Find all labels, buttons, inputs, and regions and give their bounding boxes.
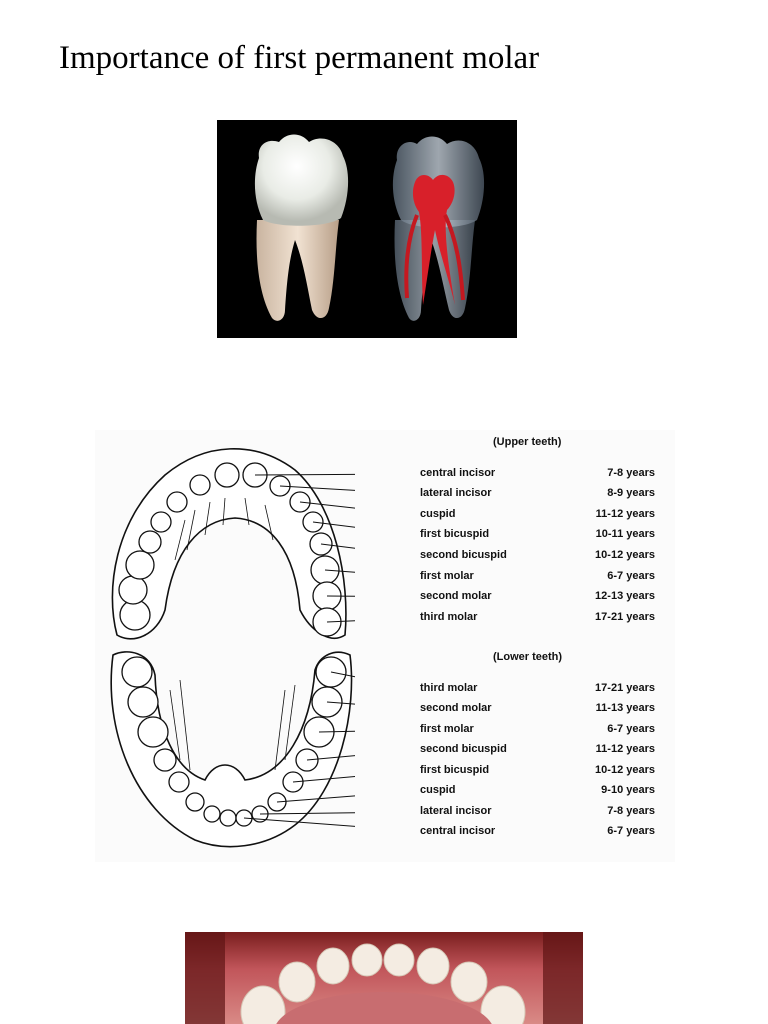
eruption-age: 7-8 years xyxy=(607,467,655,479)
molar-illustration xyxy=(217,120,517,338)
table-row: first bicuspid 10-11 years xyxy=(420,528,655,544)
table-row: second bicuspid 11-12 years xyxy=(420,743,655,759)
table-row: lateral incisor 8-9 years xyxy=(420,487,655,503)
eruption-age: 11-12 years xyxy=(595,508,655,520)
table-row: first bicuspid 10-12 years xyxy=(420,764,655,780)
table-row: central incisor 6-7 years xyxy=(420,825,655,841)
tooth-name: first bicuspid xyxy=(420,528,490,540)
tooth-name: cuspid xyxy=(420,784,456,796)
eruption-age: 9-10 years xyxy=(601,784,655,796)
tooth-name: central incisor xyxy=(420,825,496,837)
eruption-age: 6-7 years xyxy=(607,723,655,735)
eruption-age: 10-12 years xyxy=(595,549,655,561)
tooth-name: third molar xyxy=(420,611,478,623)
eruption-age: 17-21 years xyxy=(595,682,655,694)
tooth-name: second bicuspid xyxy=(420,549,507,561)
tooth-name: first bicuspid xyxy=(420,764,490,776)
upper-teeth-heading: (Upper teeth) xyxy=(493,436,562,448)
intraoral-svg xyxy=(185,932,583,1024)
tooth-name: first molar xyxy=(420,723,474,735)
eruption-age: 11-12 years xyxy=(595,743,655,755)
table-row: cuspid 11-12 years xyxy=(420,508,655,524)
tooth-name: third molar xyxy=(420,682,478,694)
tooth-name: cuspid xyxy=(420,508,456,520)
lower-teeth-table: third molar 17-21 years second molar 11-13… xyxy=(420,682,655,852)
table-row: central incisor 7-8 years xyxy=(420,467,655,483)
eruption-chart: (Upper teeth) (Lower teeth) central inci… xyxy=(95,430,675,862)
eruption-age: 10-11 years xyxy=(595,528,655,540)
eruption-age: 6-7 years xyxy=(607,570,655,582)
table-row: second bicuspid 10-12 years xyxy=(420,549,655,565)
table-row: second molar 12-13 years xyxy=(420,590,655,606)
tooth-name: second bicuspid xyxy=(420,743,507,755)
table-row: lateral incisor 7-8 years xyxy=(420,805,655,821)
molar-tooth xyxy=(254,134,349,321)
tooth-name: first molar xyxy=(420,570,474,582)
table-row: third molar 17-21 years xyxy=(420,682,655,698)
tooth-name: lateral incisor xyxy=(420,487,492,499)
tooth-name: lateral incisor xyxy=(420,805,492,817)
eruption-age: 7-8 years xyxy=(607,805,655,817)
molar-svg xyxy=(254,134,485,321)
dental-arch-drawing xyxy=(110,448,355,848)
upper-teeth-table: central incisor 7-8 years lateral incisor… xyxy=(420,467,655,637)
table-row: first molar 6-7 years xyxy=(420,570,655,586)
eruption-age: 8-9 years xyxy=(607,487,655,499)
lower-teeth-heading: (Lower teeth) xyxy=(493,651,563,663)
eruption-age: 10-12 years xyxy=(595,764,655,776)
intraoral-photo xyxy=(185,932,583,1024)
eruption-age: 11-13 years xyxy=(595,702,655,714)
eruption-age: 12-13 years xyxy=(595,590,655,602)
molar-pulp-view xyxy=(392,136,485,321)
eruption-age: 17-21 years xyxy=(595,611,655,623)
page-title: Importance of first permanent molar xyxy=(59,40,540,76)
table-row: cuspid 9-10 years xyxy=(420,784,655,800)
tooth-name: second molar xyxy=(420,702,492,714)
tooth-name: second molar xyxy=(420,590,492,602)
lower-arch-outline xyxy=(110,651,353,848)
table-row: first molar 6-7 years xyxy=(420,723,655,739)
tooth-name: central incisor xyxy=(420,467,496,479)
eruption-age: 6-7 years xyxy=(607,825,655,837)
table-row: third molar 17-21 years xyxy=(420,611,655,627)
table-row: second molar 11-13 years xyxy=(420,702,655,718)
